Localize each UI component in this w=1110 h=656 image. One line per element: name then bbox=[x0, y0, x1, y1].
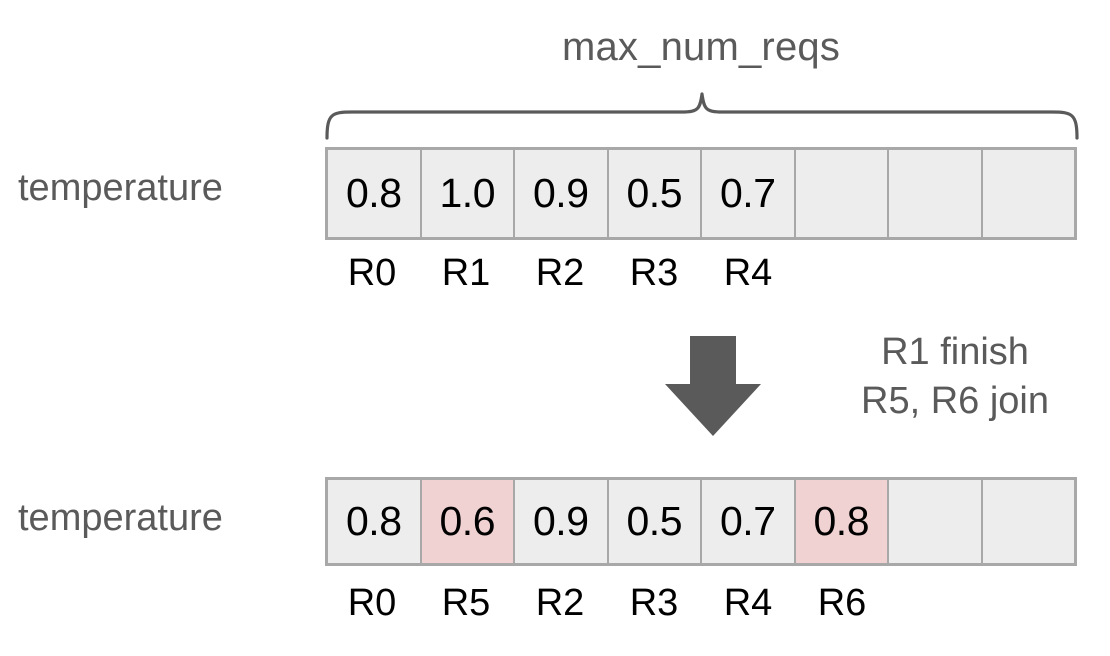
before-cell-7 bbox=[982, 150, 1074, 237]
after-cell-4: 0.7 bbox=[702, 480, 796, 563]
down-arrow-icon bbox=[665, 336, 761, 436]
after-cell-2: 0.9 bbox=[515, 480, 609, 563]
before-index-3: R3 bbox=[629, 252, 679, 294]
after-index-2: R2 bbox=[535, 582, 585, 624]
before-cell-1: 1.0 bbox=[421, 150, 515, 237]
after-cell-3: 0.5 bbox=[608, 480, 702, 563]
after-index-4: R4 bbox=[723, 582, 773, 624]
transition-note-line2: R5, R6 join bbox=[861, 380, 1049, 422]
brace-icon bbox=[322, 92, 1082, 140]
before-index-1: R1 bbox=[441, 252, 491, 294]
after-cell-6 bbox=[889, 480, 983, 563]
before-cell-0: 0.8 bbox=[328, 150, 422, 237]
after-cell-0: 0.8 bbox=[328, 480, 422, 563]
after-index-7 bbox=[983, 581, 1077, 625]
before-index-7 bbox=[983, 251, 1077, 295]
after-cell-7 bbox=[982, 480, 1074, 563]
before-cell-2: 0.9 bbox=[515, 150, 609, 237]
before-index-0: R0 bbox=[347, 252, 397, 294]
before-array-row: 0.8 1.0 0.9 0.5 0.7 bbox=[325, 147, 1077, 240]
after-index-3: R3 bbox=[629, 582, 679, 624]
after-cell-5: 0.8 bbox=[795, 480, 889, 563]
transition-note-line1: R1 finish bbox=[881, 331, 1029, 373]
before-cell-3: 0.5 bbox=[608, 150, 702, 237]
after-array-row: 0.8 0.6 0.9 0.5 0.7 0.8 bbox=[325, 477, 1077, 566]
after-cell-1: 0.6 bbox=[421, 480, 515, 563]
before-cell-4: 0.7 bbox=[702, 150, 796, 237]
before-index-row: R0 R1 R2 R3 R4 bbox=[325, 251, 1077, 295]
before-index-6 bbox=[889, 251, 983, 295]
after-index-row: R0 R5 R2 R3 R4 R6 bbox=[325, 581, 1077, 625]
max-num-reqs-brace bbox=[322, 92, 1082, 140]
after-index-6 bbox=[889, 581, 983, 625]
before-index-5 bbox=[795, 251, 889, 295]
before-row-label: temperature bbox=[18, 167, 223, 209]
after-index-5: R6 bbox=[817, 582, 867, 624]
transition-note: R1 finish R5, R6 join bbox=[800, 328, 1110, 426]
after-index-0: R0 bbox=[347, 582, 397, 624]
max-num-reqs-title: max_num_reqs bbox=[561, 25, 841, 69]
before-cell-5 bbox=[795, 150, 889, 237]
before-index-2: R2 bbox=[535, 252, 585, 294]
before-index-4: R4 bbox=[723, 252, 773, 294]
after-index-1: R5 bbox=[441, 582, 491, 624]
transition-arrow bbox=[665, 336, 761, 436]
before-cell-6 bbox=[889, 150, 983, 237]
after-row-label: temperature bbox=[18, 497, 223, 539]
